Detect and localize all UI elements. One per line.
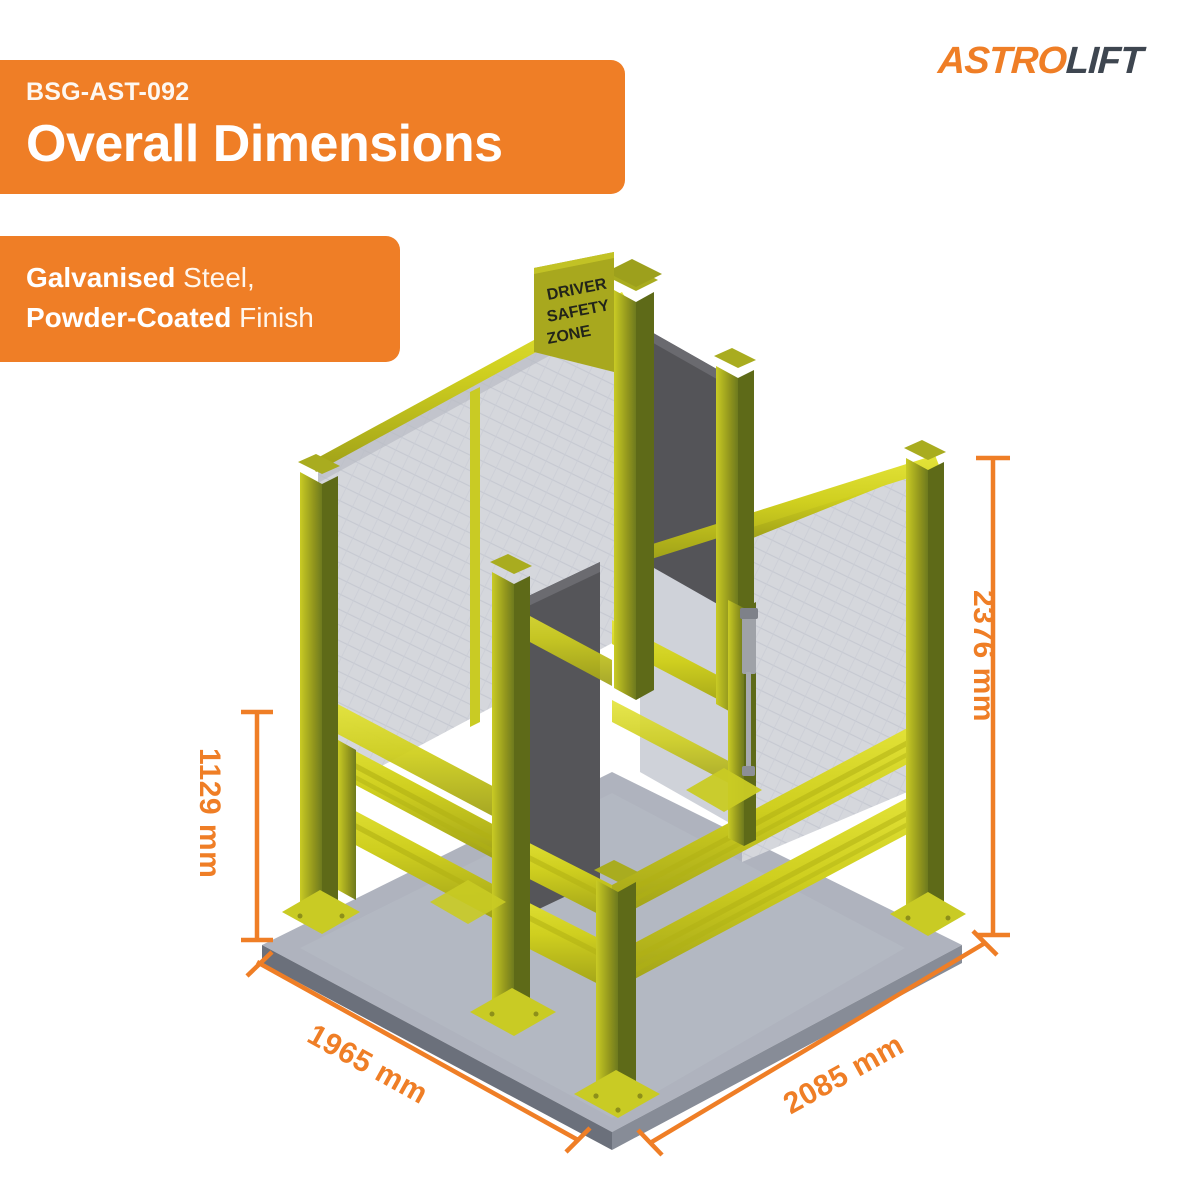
logo-lift: LIFT bbox=[1064, 40, 1144, 82]
page-title: Overall Dimensions bbox=[26, 115, 503, 173]
material-line-1-rest: Steel, bbox=[175, 262, 255, 293]
material-line-1: Galvanised Steel, bbox=[26, 258, 400, 298]
material-line-2-rest: Finish bbox=[231, 301, 314, 333]
gate-handrail bbox=[640, 455, 940, 561]
inner-left-guardrail bbox=[330, 700, 500, 820]
dimline-depth bbox=[648, 941, 987, 1145]
material-callout: Galvanised Steel, Powder-Coated Finish bbox=[0, 236, 400, 362]
dimension-label-height: 2376 mm bbox=[967, 590, 1000, 722]
post-base-plates bbox=[430, 768, 762, 924]
material-line-2-bold: Powder-Coated bbox=[26, 301, 232, 333]
corner-post-rear-left bbox=[282, 454, 360, 934]
front-right-guardrail bbox=[612, 716, 930, 991]
material-line-2: Powder-Coated Finish bbox=[26, 298, 400, 338]
corner-post-front bbox=[574, 860, 660, 1118]
dimension-lines bbox=[241, 455, 1010, 1157]
corner-post-right bbox=[890, 440, 966, 936]
dimline-width bbox=[255, 960, 580, 1142]
header-banner: BSG-AST-092 Overall Dimensions bbox=[0, 60, 625, 194]
corner-post-rear-centre bbox=[606, 259, 662, 700]
dimension-label-rail-height: 1129 mm bbox=[193, 748, 226, 879]
post-inner-left bbox=[470, 554, 556, 1036]
driver-safety-zone-sign: DRIVER SAFETY ZONE bbox=[534, 252, 614, 372]
logo-astro: ASTRO bbox=[936, 40, 1067, 82]
product-code: BSG-AST-092 bbox=[26, 78, 190, 106]
front-left-guardrail bbox=[316, 730, 500, 922]
brand-logo: ASTROLIFT bbox=[937, 40, 1143, 83]
material-line-1-bold: Galvanised bbox=[26, 262, 176, 293]
gate-latch bbox=[740, 608, 758, 776]
